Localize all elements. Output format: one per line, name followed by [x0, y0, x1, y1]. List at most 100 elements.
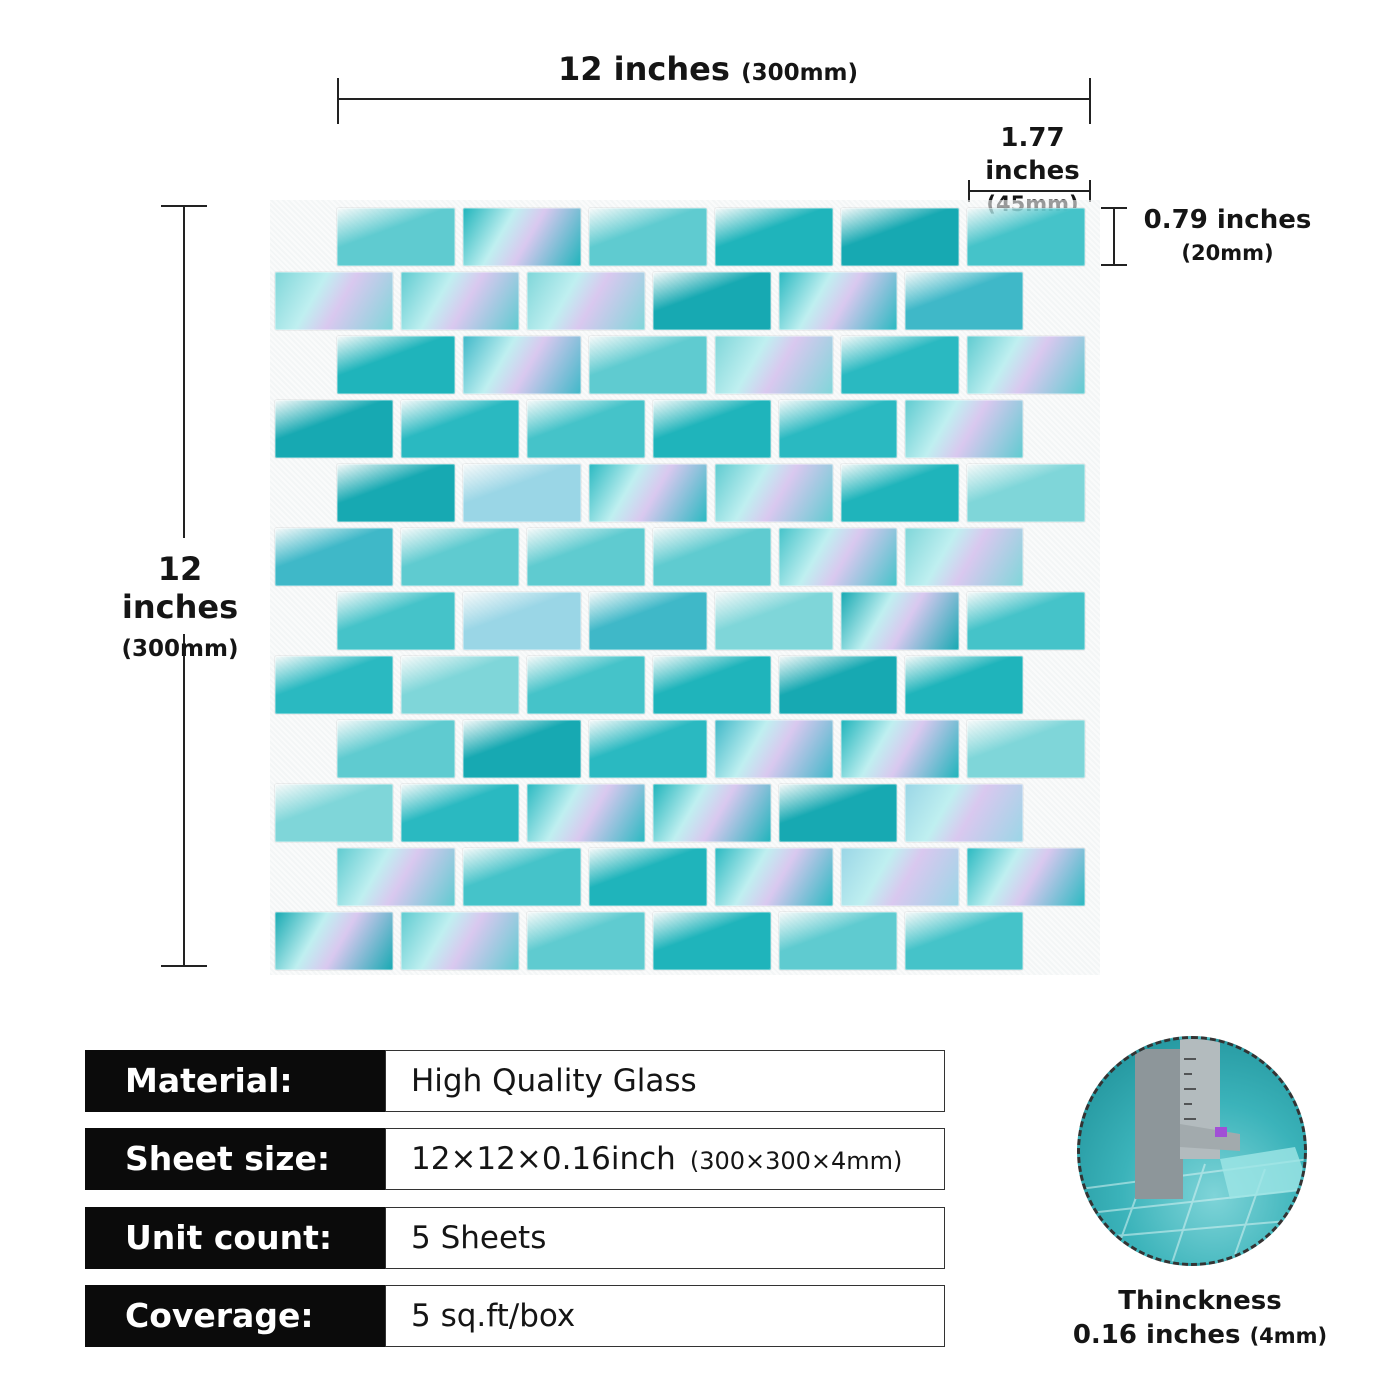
glass-tile: [337, 336, 455, 394]
spec-value-text: 5 Sheets: [411, 1220, 547, 1256]
width-dimension-label: 12 inches (300mm): [558, 50, 858, 88]
spec-label: Coverage:: [85, 1285, 385, 1347]
glass-tile: [275, 784, 393, 842]
glass-tile: [337, 848, 455, 906]
glass-tile: [779, 784, 897, 842]
glass-tile: [527, 528, 645, 586]
glass-tile: [715, 592, 833, 650]
glass-tile: [841, 336, 959, 394]
glass-tile: [715, 208, 833, 266]
glass-tile: [463, 848, 581, 906]
glass-tile: [401, 528, 519, 586]
spec-label: Material:: [85, 1050, 385, 1112]
spec-row-sheet-size: Sheet size: 12×12×0.16inch(300×300×4mm): [85, 1128, 945, 1190]
height-dimension-label: 12 inches (300mm): [95, 550, 265, 668]
glass-tile: [905, 784, 1023, 842]
tile-length-main: 1.77 inches: [985, 123, 1080, 186]
width-dimension-tick-right: [1089, 78, 1091, 124]
glass-tile: [715, 720, 833, 778]
glass-tile: [589, 208, 707, 266]
spec-row-material: Material: High Quality Glass: [85, 1050, 945, 1112]
spec-row-coverage: Coverage: 5 sq.ft/box: [85, 1285, 945, 1347]
glass-tile: [653, 656, 771, 714]
glass-tile: [905, 528, 1023, 586]
tile-height-main: 0.79 inches: [1143, 205, 1312, 235]
glass-tile: [715, 464, 833, 522]
glass-tile: [905, 912, 1023, 970]
thickness-sub: (4mm): [1249, 1324, 1328, 1348]
thickness-title: Thinckness: [1118, 1286, 1282, 1316]
glass-tile: [653, 272, 771, 330]
glass-tile: [779, 912, 897, 970]
width-main: 12 inches: [558, 50, 730, 88]
glass-tile: [589, 336, 707, 394]
glass-tile: [905, 656, 1023, 714]
glass-tile: [905, 400, 1023, 458]
glass-tile: [527, 656, 645, 714]
glass-tile: [463, 464, 581, 522]
height-dimension-tick-top: [161, 205, 207, 207]
thickness-value-line: 0.16 inches (4mm): [1040, 1320, 1360, 1350]
tile-height-tick-bottom: [1101, 264, 1127, 266]
thickness-closeup-image: [1077, 1036, 1307, 1266]
glass-tile: [337, 464, 455, 522]
thickness-value: 0.16 inches: [1072, 1320, 1241, 1350]
tile-height-sub: (20mm): [1181, 241, 1274, 265]
height-dimension-tick-bottom: [161, 965, 207, 967]
glass-tile: [275, 656, 393, 714]
glass-tile: [715, 336, 833, 394]
height-dimension-line-top: [183, 206, 185, 538]
tile-length-tick-right: [1089, 180, 1091, 202]
width-dimension-tick-left: [337, 78, 339, 124]
tile-height-line: [1113, 208, 1115, 265]
glass-tile: [401, 656, 519, 714]
glass-tile: [779, 528, 897, 586]
spec-value-extra: (300×300×4mm): [689, 1147, 903, 1175]
glass-tile: [653, 528, 771, 586]
glass-tile: [527, 784, 645, 842]
glass-tile: [841, 848, 959, 906]
glass-tile: [463, 336, 581, 394]
glass-tile: [841, 208, 959, 266]
glass-tile: [653, 784, 771, 842]
caliper-jaw: [1135, 1049, 1183, 1199]
glass-tile: [967, 208, 1085, 266]
tile-length-line: [969, 190, 1090, 192]
width-dimension-line: [338, 98, 1090, 100]
glass-tile: [589, 848, 707, 906]
glass-tile: [589, 720, 707, 778]
glass-tile: [653, 400, 771, 458]
glass-tile: [401, 400, 519, 458]
glass-tile: [463, 592, 581, 650]
tile-height-label: 0.79 inches (20mm): [1140, 204, 1315, 270]
glass-tile: [337, 720, 455, 778]
caliper-marker: [1215, 1127, 1227, 1137]
spec-value: 5 sq.ft/box: [385, 1285, 945, 1347]
glass-tile: [401, 272, 519, 330]
glass-tile: [275, 400, 393, 458]
glass-tile-sample: [1220, 1147, 1304, 1199]
glass-tile: [275, 528, 393, 586]
height-sub: (300mm): [121, 636, 239, 662]
glass-tile: [589, 592, 707, 650]
spec-label: Unit count:: [85, 1207, 385, 1269]
glass-tile: [967, 336, 1085, 394]
spec-row-unit-count: Unit count: 5 Sheets: [85, 1207, 945, 1269]
glass-tile: [967, 720, 1085, 778]
glass-tile: [841, 720, 959, 778]
tile-height-tick-top: [1101, 207, 1127, 209]
spec-label: Sheet size:: [85, 1128, 385, 1190]
glass-tile: [779, 272, 897, 330]
glass-mosaic-sheet: [270, 200, 1100, 975]
glass-tile: [589, 464, 707, 522]
height-main: 12 inches: [121, 550, 239, 626]
caliper-foot: [1180, 1124, 1240, 1151]
caliper-illustration: [1080, 1039, 1304, 1263]
glass-tile: [967, 848, 1085, 906]
glass-tile: [527, 400, 645, 458]
spec-value: High Quality Glass: [385, 1050, 945, 1112]
glass-tile: [463, 208, 581, 266]
glass-tile: [967, 592, 1085, 650]
spec-value: 5 Sheets: [385, 1207, 945, 1269]
glass-tile: [905, 272, 1023, 330]
